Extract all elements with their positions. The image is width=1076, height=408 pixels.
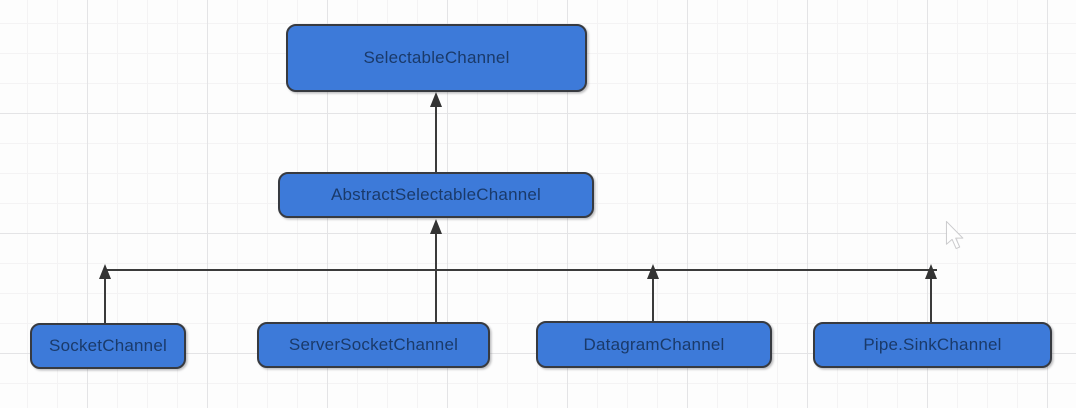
- arrowhead-up-abstract: [430, 219, 442, 234]
- node-label: AbstractSelectableChannel: [330, 185, 542, 204]
- node-label: SelectableChannel: [363, 48, 510, 67]
- arrowhead-up-selectable: [430, 92, 442, 107]
- node-label: DatagramChannel: [583, 334, 725, 354]
- node-abstract-selectable-channel[interactable]: AbstractSelectableChannel: [278, 172, 594, 218]
- node-selectable-channel[interactable]: SelectableChannel: [286, 24, 587, 92]
- node-socket-channel[interactable]: SocketChannel: [30, 323, 186, 369]
- node-label: Pipe.SinkChannel: [863, 335, 1002, 354]
- arrowhead-up-pipe-sink: [925, 264, 937, 279]
- node-label: SocketChannel: [49, 336, 167, 355]
- node-server-socket-channel[interactable]: ServerSocketChannel: [257, 322, 490, 368]
- mouse-cursor-icon: [945, 220, 964, 250]
- arrowhead-up-socket: [99, 264, 111, 279]
- node-pipe-sink-channel[interactable]: Pipe.SinkChannel: [813, 322, 1052, 368]
- node-label: ServerSocketChannel: [288, 335, 459, 354]
- node-datagram-channel[interactable]: DatagramChannel: [536, 321, 772, 368]
- arrowhead-up-datagram: [647, 264, 659, 279]
